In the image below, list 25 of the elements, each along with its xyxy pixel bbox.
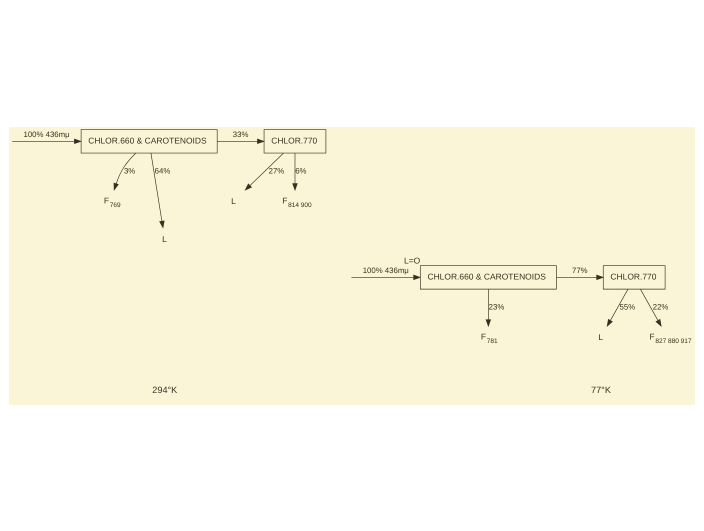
node-box: CHLOR.660 & CAROTENOIDS [80, 128, 218, 153]
node-text: L [231, 196, 236, 206]
node-text: F$_{814 900}$ [282, 194, 312, 208]
arrow [606, 288, 628, 327]
arrow [351, 274, 422, 280]
node-label: L=O [404, 254, 420, 265]
node-text: L [162, 233, 167, 244]
arrow [12, 138, 82, 144]
label: 294°K [152, 384, 178, 395]
node-box: CHLOR.770 [264, 128, 326, 153]
node-text: L [598, 332, 604, 342]
arrow [244, 152, 284, 190]
node-box: CHLOR.770 [602, 264, 666, 289]
arrow [486, 288, 492, 327]
node-text: F$_{781}$ [480, 331, 498, 345]
arrow [640, 288, 662, 327]
arrow [150, 152, 165, 228]
arrow [292, 152, 298, 191]
node-text: F$_{827 880 917}$ [649, 331, 692, 345]
arrow [556, 274, 604, 280]
arrow [114, 152, 136, 190]
node-box: CHLOR.660 & CAROTENOIDS [420, 264, 557, 289]
arrow [217, 138, 265, 144]
node-text: F$_{769}$ [104, 194, 121, 208]
label: 77°K [591, 384, 611, 395]
